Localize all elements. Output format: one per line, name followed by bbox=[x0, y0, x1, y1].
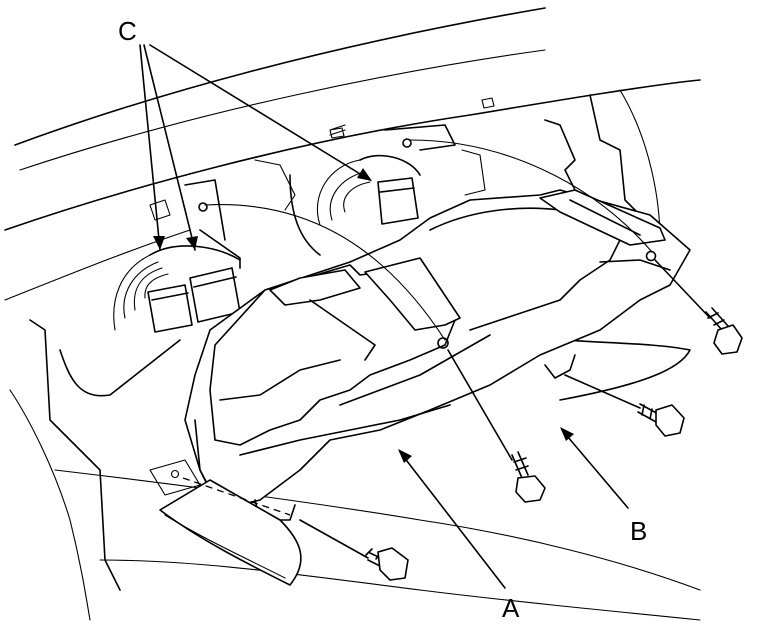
callout-label-b: B bbox=[630, 516, 647, 546]
callout-label-c: C bbox=[118, 16, 137, 46]
screw-center bbox=[447, 349, 546, 503]
console-housing bbox=[149, 138, 691, 586]
callout-label-a: A bbox=[502, 593, 520, 623]
left-vent-duct bbox=[113, 179, 241, 333]
leader-line-a bbox=[398, 449, 506, 589]
dashboard-outline bbox=[4, 7, 701, 621]
right-vent-duct bbox=[289, 124, 456, 256]
long-arc-lines bbox=[204, 139, 653, 341]
screw-right-upper bbox=[654, 259, 743, 355]
screw-bottom-left bbox=[299, 519, 409, 581]
leader-line-b bbox=[560, 427, 629, 509]
screw-right-lower bbox=[564, 374, 685, 437]
leader-lines-c bbox=[139, 44, 372, 251]
